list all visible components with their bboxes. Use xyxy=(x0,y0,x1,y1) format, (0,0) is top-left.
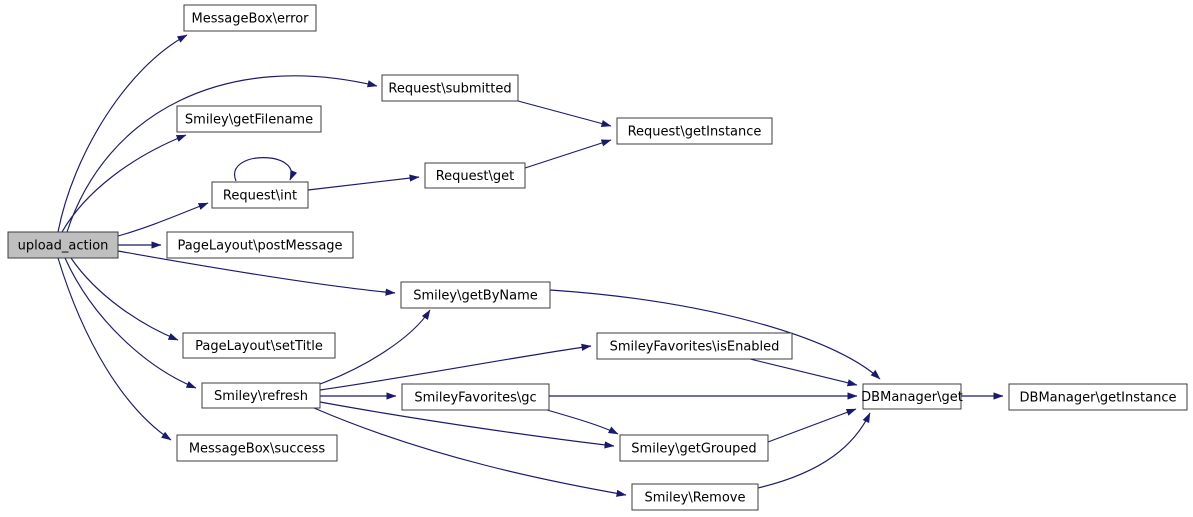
edge-Smiley_refresh-to-SmileyFavorites_isEnabled xyxy=(319,343,592,391)
node-box xyxy=(616,117,773,145)
node-label: DBManager\get xyxy=(861,390,963,405)
edge-upload_action-to-Request_submitted xyxy=(66,75,378,233)
node-SmileyFavorites_isEnabled[interactable]: SmileyFavorites\isEnabled xyxy=(596,332,793,360)
edge-Request_int-to-Request_get xyxy=(307,174,420,191)
node-Smiley_Remove[interactable]: Smiley\Remove xyxy=(631,483,759,511)
node-box xyxy=(401,383,550,411)
edge-upload_action-to-PageLayout_setTitle xyxy=(70,257,179,341)
node-Smiley_getGrouped[interactable]: Smiley\getGrouped xyxy=(619,434,769,462)
node-label: Smiley\getByName xyxy=(413,289,538,304)
edge-Smiley_refresh-to-Smiley_getGrouped xyxy=(319,401,615,449)
node-Smiley_getFilename[interactable]: Smiley\getFilename xyxy=(176,105,322,133)
edge-upload_action-to-Smiley_getByName xyxy=(117,250,396,296)
edge-Smiley_refresh-to-Smiley_Remove xyxy=(313,407,627,497)
edge-upload_action-to-Smiley_getFilename xyxy=(61,134,187,233)
node-label: Smiley\Remove xyxy=(645,491,746,506)
node-label: PageLayout\setTitle xyxy=(195,339,323,354)
node-SmileyFavorites_gc[interactable]: SmileyFavorites\gc xyxy=(401,383,550,411)
node-MessageBox_error[interactable]: MessageBox\error xyxy=(183,4,317,32)
edge-Request_submitted-to-Request_getInstance xyxy=(517,100,612,128)
node-box xyxy=(201,382,321,409)
node-Smiley_refresh[interactable]: Smiley\refresh xyxy=(201,382,321,409)
node-Request_get[interactable]: Request\get xyxy=(424,162,526,189)
edge-Smiley_getGrouped-to-DBManager_get xyxy=(767,408,857,443)
node-label: Request\getInstance xyxy=(628,125,762,140)
node-upload_action[interactable]: upload_action xyxy=(7,231,119,259)
node-label: Request\submitted xyxy=(388,82,511,97)
edge-Smiley_refresh-to-Smiley_getByName xyxy=(319,309,431,385)
edge-SmileyFavorites_gc-to-Smiley_getGrouped xyxy=(546,409,619,435)
node-box xyxy=(381,74,519,102)
edge-upload_action-to-MessageBox_success xyxy=(57,257,172,441)
edge-upload_action-to-Request_int xyxy=(117,202,209,237)
node-label: MessageBox\success xyxy=(189,442,326,457)
node-Request_int[interactable]: Request\int xyxy=(211,181,309,209)
node-box xyxy=(631,483,759,511)
edge-Smiley_getByName-to-DBManager_get xyxy=(549,289,881,380)
edge-Request_int-to-Request_int xyxy=(234,157,298,182)
node-label: Smiley\refresh xyxy=(214,389,308,404)
node-box xyxy=(176,105,322,133)
node-Request_getInstance[interactable]: Request\getInstance xyxy=(616,117,773,145)
edge-Request_get-to-Request_getInstance xyxy=(524,139,612,169)
node-label: PageLayout\postMessage xyxy=(177,239,342,254)
node-PageLayout_setTitle[interactable]: PageLayout\setTitle xyxy=(182,332,336,359)
node-label: MessageBox\error xyxy=(192,12,310,27)
node-box xyxy=(1008,383,1188,411)
node-Smiley_getByName[interactable]: Smiley\getByName xyxy=(400,281,551,309)
node-box xyxy=(619,434,769,462)
node-label: SmileyFavorites\gc xyxy=(414,391,536,406)
node-box xyxy=(166,231,354,259)
node-label: Request\int xyxy=(223,189,297,204)
edge-upload_action-to-MessageBox_error xyxy=(57,34,188,233)
node-box xyxy=(424,162,526,189)
node-Request_submitted[interactable]: Request\submitted xyxy=(381,74,519,102)
edge-SmileyFavorites_isEnabled-to-DBManager_get xyxy=(749,358,858,387)
node-label: Request\get xyxy=(436,169,515,184)
node-box xyxy=(7,231,119,259)
node-box xyxy=(211,181,309,209)
node-MessageBox_success[interactable]: MessageBox\success xyxy=(176,434,338,462)
edges-layer xyxy=(57,34,1004,497)
node-label: Smiley\getFilename xyxy=(185,113,313,128)
node-box xyxy=(183,4,317,32)
node-DBManager_getInstance[interactable]: DBManager\getInstance xyxy=(1008,383,1188,411)
node-label: upload_action xyxy=(18,239,109,254)
node-box xyxy=(182,332,336,359)
nodes-layer: upload_action MessageBox\errorRequest\sub… xyxy=(7,4,1188,511)
node-box xyxy=(176,434,338,462)
edge-upload_action-to-Smiley_refresh xyxy=(64,257,197,389)
node-box xyxy=(596,332,793,360)
node-box xyxy=(862,383,962,410)
node-label: DBManager\getInstance xyxy=(1020,391,1177,406)
node-label: Smiley\getGrouped xyxy=(631,442,756,457)
node-PageLayout_postMessage[interactable]: PageLayout\postMessage xyxy=(166,231,354,259)
node-box xyxy=(400,281,551,309)
node-label: SmileyFavorites\isEnabled xyxy=(610,340,780,355)
edge-Smiley_Remove-to-DBManager_get xyxy=(757,412,871,489)
node-DBManager_get[interactable]: DBManager\get xyxy=(861,383,963,410)
